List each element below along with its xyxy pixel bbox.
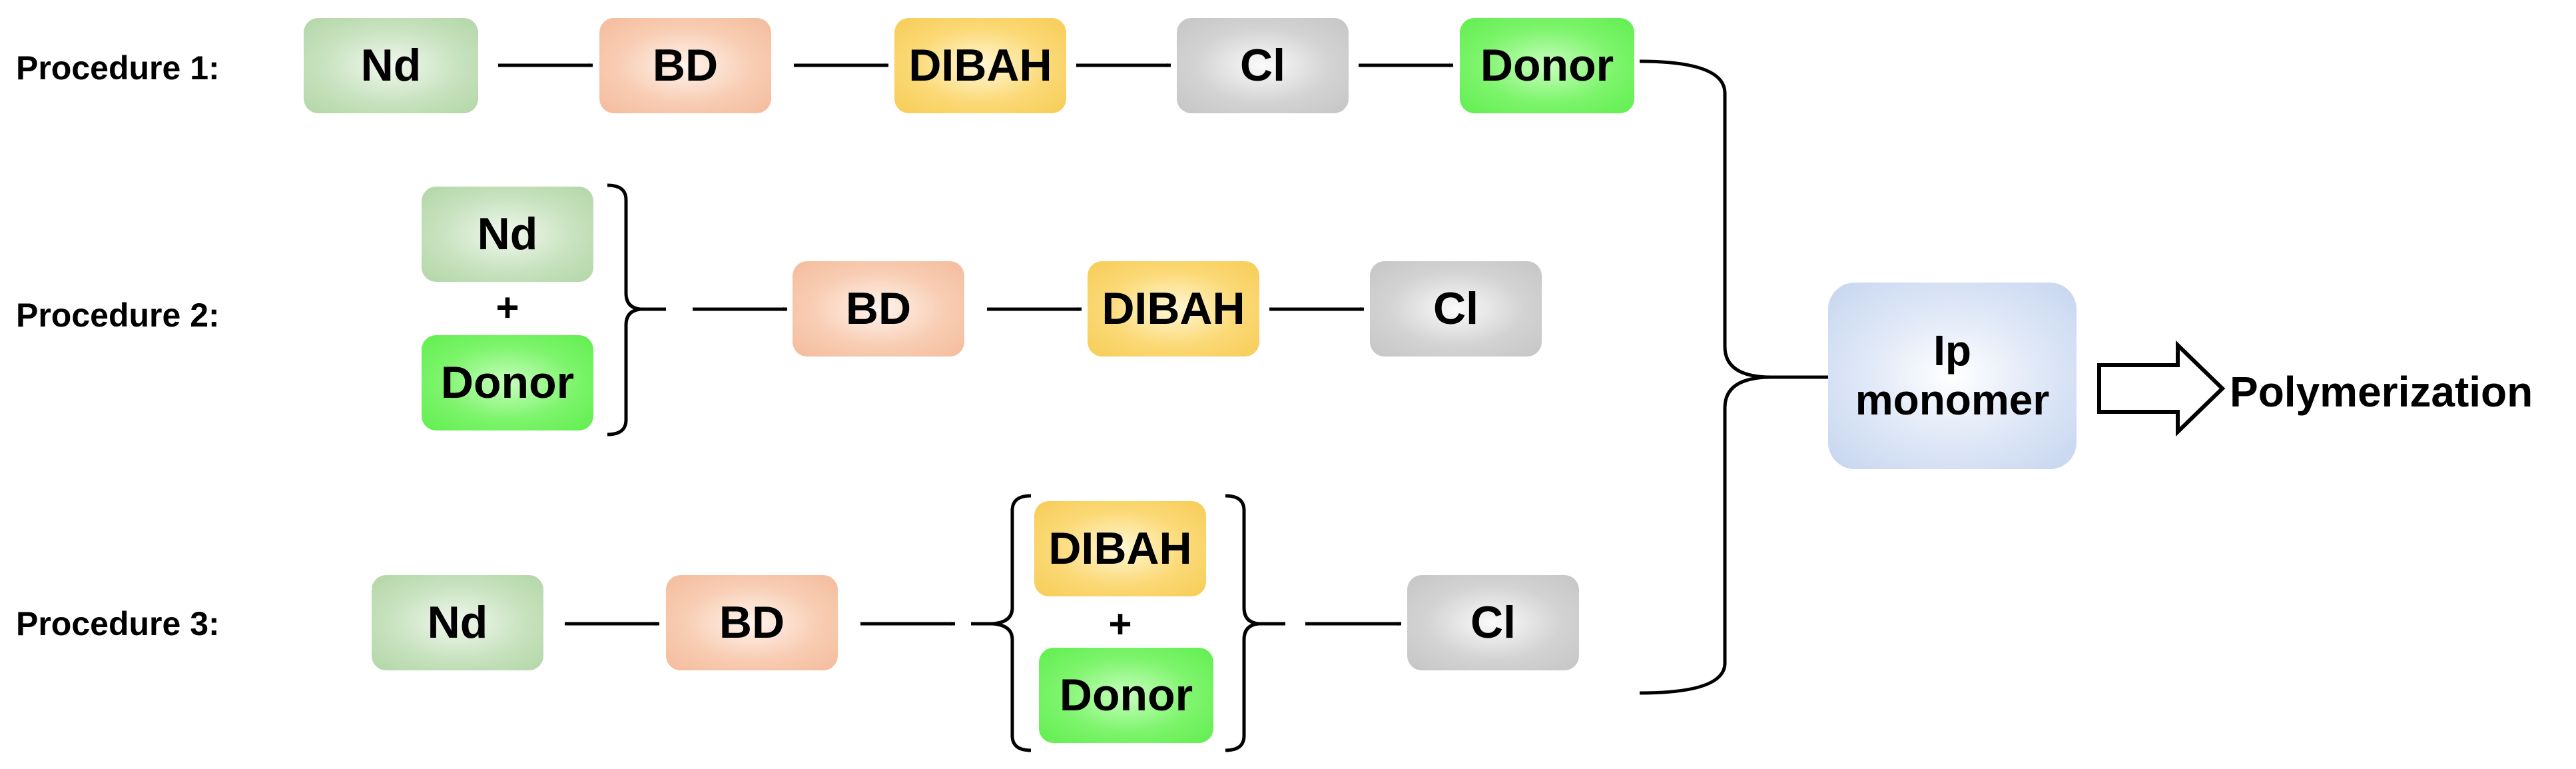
p3-nd-box: Nd [372,575,543,670]
procedure-1-label: Procedure 1: [16,49,220,87]
merge-brace [1639,59,1828,695]
p1-bd-box: BD [599,18,771,113]
p2-right-bracket [607,183,641,436]
p2-donor-box: Donor [422,335,593,430]
procedure-3-label: Procedure 3: [16,605,220,642]
ip-monomer-box: Ip monomer [1828,283,2077,469]
p2-nd-box: Nd [422,187,593,282]
ip-monomer-line2: monomer [1855,376,2050,424]
p3-left-bracket [992,494,1032,752]
p3-donor-box: Donor [1039,648,1213,743]
p3-dibah-box: DIBAH [1034,501,1206,596]
p3-bd-box: BD [666,575,838,670]
p1-nd-box: Nd [304,18,478,113]
p1-donor-box: Donor [1460,18,1634,113]
hollow-block-arrow-icon [2097,340,2226,437]
p3-right-bracket [1225,494,1259,752]
p2-plus-sign: + [495,285,519,330]
p1-cl-box: Cl [1177,18,1349,113]
p3-cl-box: Cl [1407,575,1579,670]
p3-plus-sign: + [1108,602,1132,646]
p2-cl-box: Cl [1370,261,1542,357]
p1-dibah-box: DIBAH [894,18,1066,113]
polymerization-label: Polymerization [2230,368,2533,416]
procedure-2-label: Procedure 2: [16,297,220,334]
p2-bd-box: BD [793,261,964,357]
p2-dibah-box: DIBAH [1088,261,1259,357]
ip-monomer-line1: Ip [1933,327,1971,375]
